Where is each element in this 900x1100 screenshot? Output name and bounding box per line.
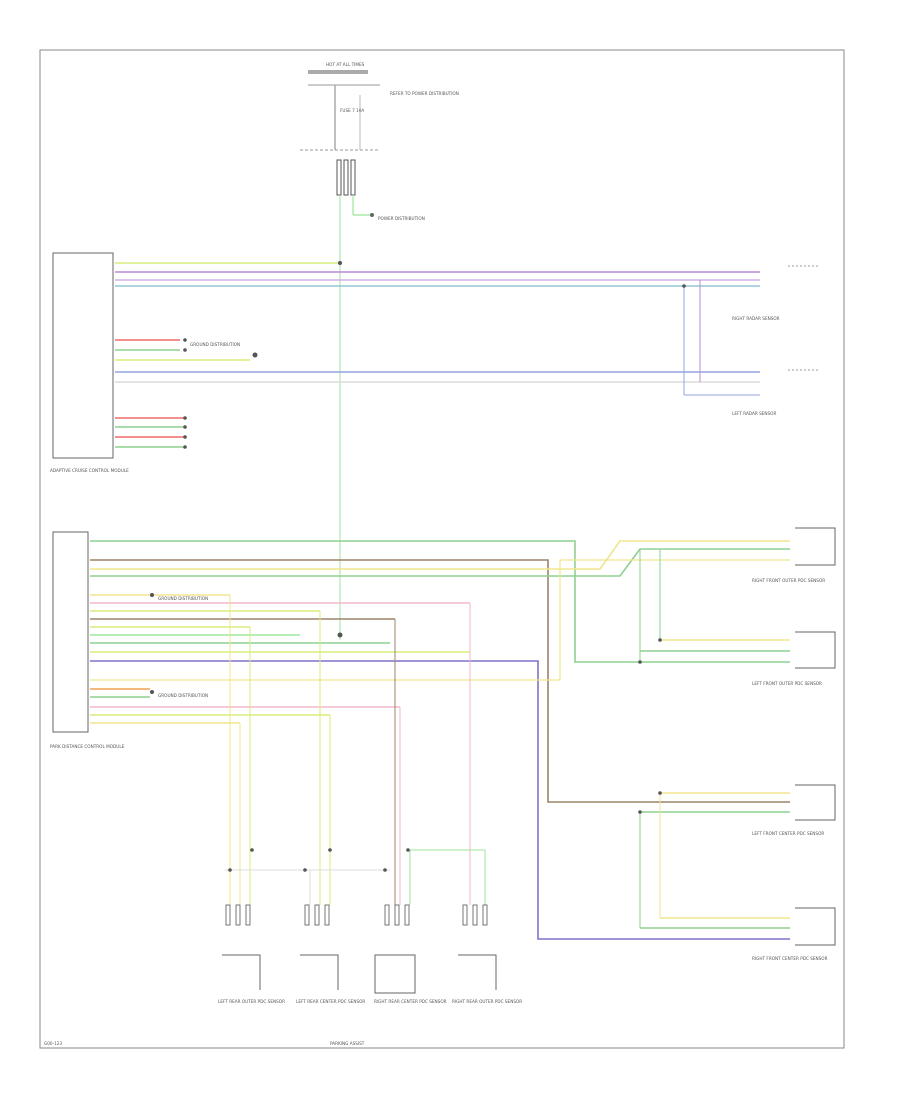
right-rear-center-label: RIGHT REAR CENTER PDC SENSOR [374,999,447,1004]
left-radar-label: LEFT RADAR SENSOR [732,411,776,416]
fuse-note: REFER TO POWER DISTRIBUTION [390,91,459,96]
acc-splices [183,261,686,449]
left-front-outer-label: LEFT FRONT OUTER PDC SENSOR [752,681,822,686]
footer-left: G00-123 [44,1041,62,1046]
right-front-center-label: RIGHT FRONT CENTER PDC SENSOR [752,956,828,961]
right-front-outer-label: RIGHT FRONT OUTER PDC SENSOR [752,578,825,583]
left-rear-center-label: LEFT REAR CENTER PDC SENSOR [296,999,365,1004]
ground-label-2: GROUND DISTRIBUTION [158,596,208,601]
right-radar-label: RIGHT RADAR SENSOR [732,316,780,321]
power-source: HOT AT ALL TIMES FUSE 7 10A REFER TO POW… [300,62,459,640]
fuse-label: FUSE 7 10A [340,108,364,113]
right-radar-connector: RIGHT RADAR SENSOR [732,265,820,321]
source-label: HOT AT ALL TIMES [326,62,365,67]
diagram-border [39,49,845,1049]
left-radar-connector: LEFT RADAR SENSOR [732,369,820,416]
pdc-splices [150,593,662,872]
ground-label-3: GROUND DISTRIBUTION [158,693,208,698]
power-distribution-label: POWER DISTRIBUTION [378,216,425,221]
pdc-wires [90,540,790,940]
pdc-module-label: PARK DISTANCE CONTROL MODULE [50,744,125,749]
acc-module: ADAPTIVE CRUISE CONTROL MODULE [50,252,129,473]
acc-wires [115,262,760,448]
footer-center: PARKING ASSIST [330,1041,365,1046]
rear-sensor-boxes [222,954,497,994]
left-rear-outer-label: LEFT REAR OUTER PDC SENSOR [218,999,285,1004]
pdc-module: PARK DISTANCE CONTROL MODULE [50,531,125,749]
rear-connectors [225,904,488,926]
connector-top [336,159,356,196]
acc-module-label: ADAPTIVE CRUISE CONTROL MODULE [50,468,129,473]
left-front-center-label: LEFT FRONT CENTER PDC SENSOR [752,831,824,836]
ground-label-1: GROUND DISTRIBUTION [190,342,240,347]
front-sensor-boxes [795,527,836,946]
right-rear-outer-label: RIGHT REAR OUTER PDC SENSOR [452,999,522,1004]
